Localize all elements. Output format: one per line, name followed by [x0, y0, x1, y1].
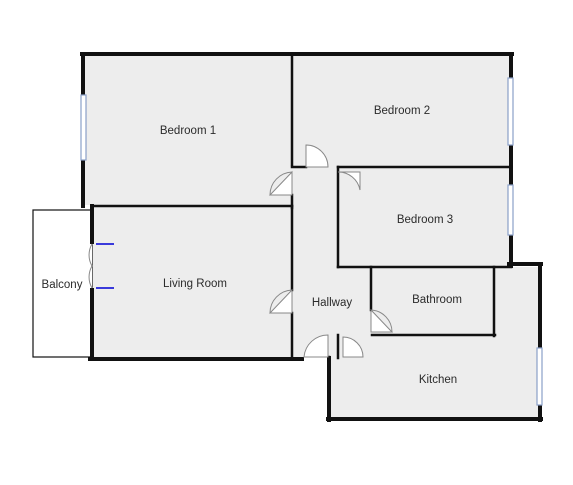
- window-bedroom1: [80, 94, 87, 161]
- door-bedroom1-arc: [269, 171, 293, 196]
- door-kitchen: [303, 334, 329, 358]
- door-bathroom-arc: [370, 309, 393, 333]
- door-bedroom3: [337, 171, 361, 191]
- bedroom3-floor: [338, 167, 510, 267]
- door-bedroom1: [268, 170, 293, 196]
- balcony-area: [32, 209, 93, 358]
- living-room-floor: [92, 205, 292, 357]
- label-bathroom: Bathroom: [412, 294, 462, 306]
- bedroom2-floor: [292, 55, 510, 167]
- label-bedroom3: Bedroom 3: [397, 214, 453, 226]
- window-bedroom2: [507, 77, 514, 146]
- label-balcony: Balcony: [42, 279, 83, 291]
- label-kitchen: Kitchen: [419, 374, 457, 386]
- window-bedroom3: [507, 184, 514, 236]
- label-living-room: Living Room: [163, 278, 227, 290]
- room-labels: Bedroom 1 Bedroom 2 Bedroom 3 Living Roo…: [42, 105, 462, 386]
- bedroom1-floor: [84, 55, 292, 205]
- door-living-room: [268, 288, 293, 314]
- label-bedroom2: Bedroom 2: [374, 105, 430, 117]
- walls: [80, 52, 543, 422]
- door-bedroom2: [305, 144, 329, 168]
- doors: [268, 144, 394, 358]
- balcony-door-swing-top: [88, 243, 93, 267]
- door-living-room-arc: [269, 289, 293, 314]
- window-kitchen: [536, 347, 543, 406]
- windows: [80, 77, 543, 406]
- balcony-door-swing-bottom: [88, 265, 93, 289]
- label-bedroom1: Bedroom 1: [160, 125, 216, 137]
- floors: [84, 55, 540, 419]
- kitchen-upper-floor: [494, 267, 540, 337]
- door-kitchen-2: [342, 336, 364, 358]
- label-hallway: Hallway: [312, 297, 353, 309]
- door-bathroom: [370, 308, 394, 333]
- balcony-door: [88, 243, 114, 289]
